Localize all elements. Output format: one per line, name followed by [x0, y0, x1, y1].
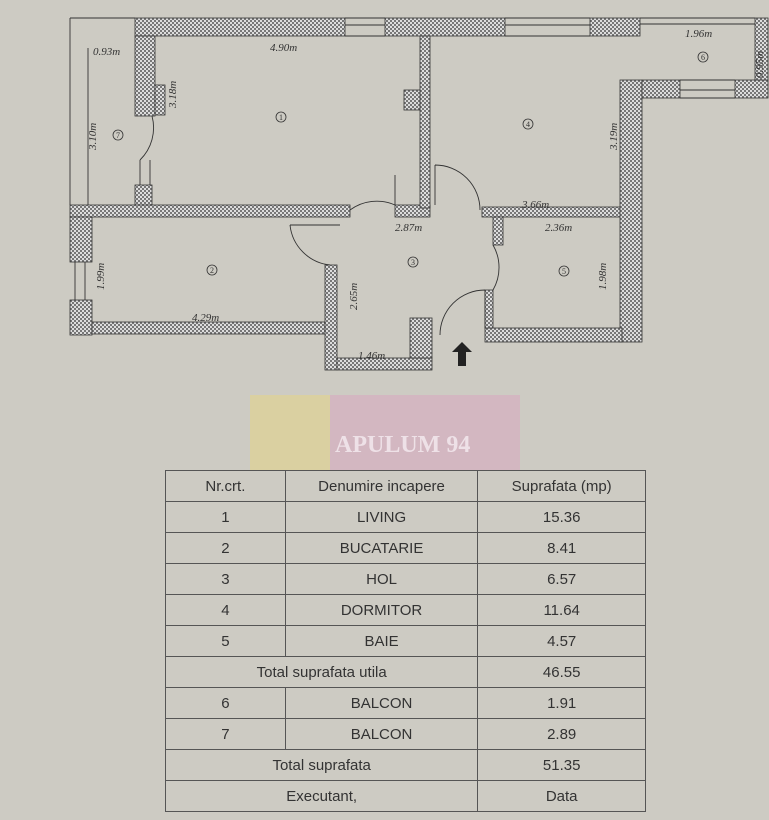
svg-text:0.95m: 0.95m — [754, 51, 766, 78]
svg-text:6: 6 — [701, 53, 705, 62]
cell-name: DORMITOR — [284, 594, 479, 626]
svg-text:7: 7 — [116, 131, 120, 140]
dimension-labels: 4.90m 0.93m 1.96m 3.66m 2.87m 2.36m 4.29… — [87, 28, 766, 362]
svg-text:0.93m: 0.93m — [93, 46, 120, 58]
svg-text:1.99m: 1.99m — [95, 263, 107, 290]
total-value: 51.35 — [477, 749, 646, 781]
svg-text:2.65m: 2.65m — [348, 283, 360, 310]
cell-name: BUCATARIE — [284, 532, 479, 564]
cell-name: HOL — [284, 563, 479, 595]
cell-nr: 2 — [165, 532, 286, 564]
total-label: Total suprafata — [164, 749, 479, 781]
cell-nr: 5 — [165, 625, 286, 657]
walls — [69, 17, 769, 371]
cell-area: 15.36 — [477, 501, 646, 533]
cell-name: BAIE — [284, 625, 479, 657]
area-table: Nr.crt. Denumire incapere Suprafata (mp)… — [164, 470, 646, 812]
outlines — [69, 17, 755, 336]
cell-nr: 6 — [165, 687, 286, 719]
watermark-text: APULUM 94 — [335, 432, 471, 458]
svg-text:4.90m: 4.90m — [270, 42, 297, 54]
header-area: Suprafata (mp) — [477, 470, 646, 502]
svg-text:4.29m: 4.29m — [192, 312, 219, 324]
svg-text:3.10m: 3.10m — [87, 123, 99, 151]
cell-area: 6.57 — [477, 563, 646, 595]
cell-nr: 7 — [165, 718, 286, 750]
footer-row: Executant,Data — [164, 780, 646, 812]
svg-text:3: 3 — [411, 258, 415, 267]
cell-area: 8.41 — [477, 532, 646, 564]
cell-area: 11.64 — [477, 594, 646, 626]
cell-nr: 3 — [165, 563, 286, 595]
svg-text:1.98m: 1.98m — [597, 263, 609, 290]
svg-text:1.46m: 1.46m — [358, 350, 385, 362]
svg-text:2.36m: 2.36m — [545, 222, 572, 234]
cell-area: 1.91 — [477, 687, 646, 719]
svg-text:5: 5 — [562, 267, 566, 276]
cell-nr: 1 — [165, 501, 286, 533]
svg-text:2.87m: 2.87m — [395, 222, 422, 234]
watermark-logo — [250, 395, 330, 470]
watermark-banner — [330, 395, 520, 470]
cell-nr: 4 — [165, 594, 286, 626]
data-label: Data — [477, 780, 646, 812]
floor-plan: 4.90m 0.93m 1.96m 3.66m 2.87m 2.36m 4.29… — [69, 17, 769, 371]
cell-name: BALCON — [284, 718, 479, 750]
table-header: Nr.crt. Denumire incapere Suprafata (mp) — [165, 470, 646, 502]
total-utila-label: Total suprafata utila — [164, 656, 479, 688]
cell-area: 2.89 — [477, 718, 646, 750]
svg-text:3.18m: 3.18m — [167, 81, 179, 109]
svg-text:1: 1 — [279, 113, 283, 122]
total-utila-value: 46.55 — [477, 656, 646, 688]
cell-area: 4.57 — [477, 625, 646, 657]
svg-text:4: 4 — [526, 120, 530, 129]
svg-text:2: 2 — [210, 266, 214, 275]
svg-text:3.66m: 3.66m — [521, 199, 549, 211]
executant-label: Executant, — [164, 780, 479, 812]
cell-name: LIVING — [284, 501, 479, 533]
svg-text:3.19m: 3.19m — [608, 123, 620, 151]
room-numbers: 1 2 3 4 5 6 7 — [116, 53, 705, 276]
header-nr: Nr.crt. — [165, 470, 286, 502]
svg-text:1.96m: 1.96m — [685, 28, 712, 40]
header-name: Denumire incapere — [284, 470, 479, 502]
cell-name: BALCON — [284, 687, 479, 719]
room-markers — [112, 51, 709, 277]
entrance-arrow-icon — [452, 342, 472, 366]
